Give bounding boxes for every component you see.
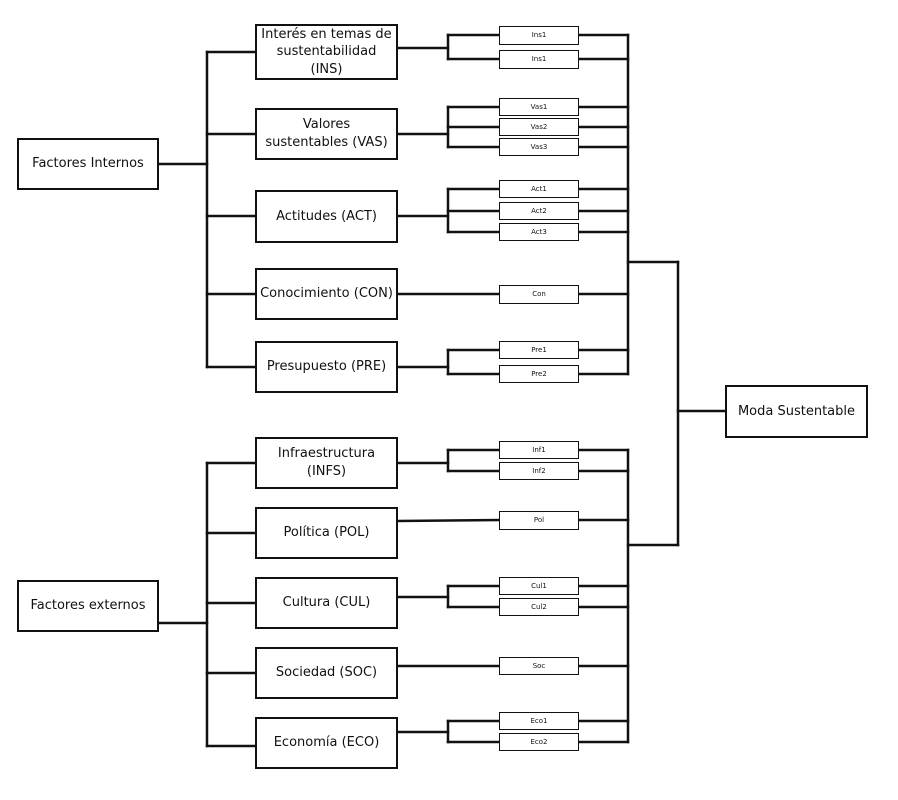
factor-eco: Economía (ECO) bbox=[255, 717, 398, 769]
item-act3: Act3 bbox=[499, 223, 579, 241]
factor-soc: Sociedad (SOC) bbox=[255, 647, 398, 699]
item-vas3: Vas3 bbox=[499, 138, 579, 156]
factor-ins: Interés en temas de sustentabilidad (INS… bbox=[255, 24, 398, 80]
factor-con: Conocimiento (CON) bbox=[255, 268, 398, 320]
item-eco2: Eco2 bbox=[499, 733, 579, 751]
item-cul1: Cul1 bbox=[499, 577, 579, 595]
factor-infs: Infraestructura (INFS) bbox=[255, 437, 398, 489]
item-ins1-b: Ins1 bbox=[499, 50, 579, 69]
item-act1: Act1 bbox=[499, 180, 579, 198]
factor-vas: Valores sustentables (VAS) bbox=[255, 108, 398, 160]
item-soc: Soc bbox=[499, 657, 579, 675]
group-internal: Factores Internos bbox=[17, 138, 159, 190]
item-vas1: Vas1 bbox=[499, 98, 579, 116]
factor-act: Actitudes (ACT) bbox=[255, 190, 398, 243]
factor-pre: Presupuesto (PRE) bbox=[255, 341, 398, 393]
item-pre1: Pre1 bbox=[499, 341, 579, 359]
item-inf2: Inf2 bbox=[499, 462, 579, 480]
factor-cul: Cultura (CUL) bbox=[255, 577, 398, 629]
item-vas2: Vas2 bbox=[499, 118, 579, 136]
item-pre2: Pre2 bbox=[499, 365, 579, 383]
item-inf1: Inf1 bbox=[499, 441, 579, 459]
item-pol: Pol bbox=[499, 511, 579, 530]
item-act2: Act2 bbox=[499, 202, 579, 220]
item-eco1: Eco1 bbox=[499, 712, 579, 730]
item-con: Con bbox=[499, 285, 579, 304]
item-cul2: Cul2 bbox=[499, 598, 579, 616]
result-moda-sustentable: Moda Sustentable bbox=[725, 385, 868, 438]
factor-pol: Política (POL) bbox=[255, 507, 398, 559]
group-external: Factores externos bbox=[17, 580, 159, 632]
connector-segment-37 bbox=[396, 518, 501, 523]
item-ins1: Ins1 bbox=[499, 26, 579, 45]
